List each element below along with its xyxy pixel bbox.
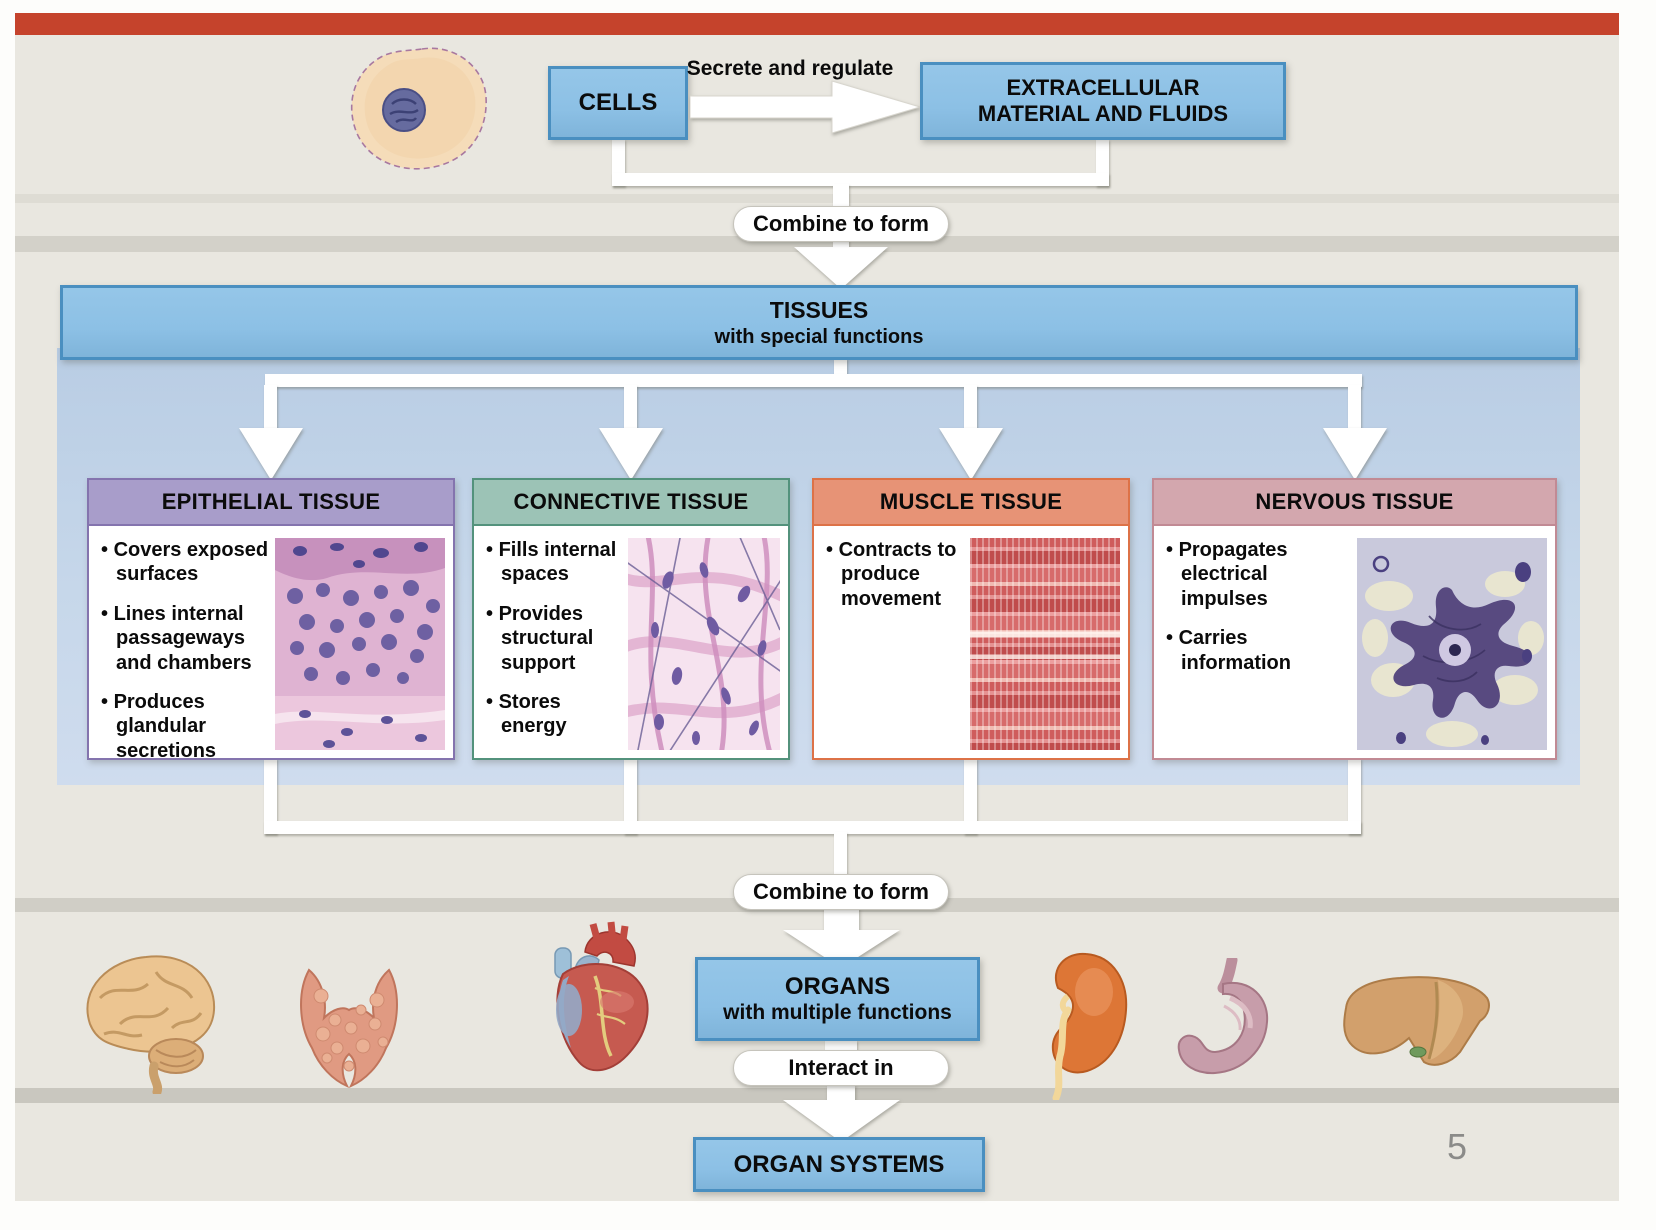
tissue-card-connective: CONNECTIVE TISSUE Fills internal spacesP… [472,478,793,761]
tissues-box: TISSUES with special functions [60,285,1578,360]
stomach-icon [1168,954,1280,1095]
tissue-card-epithelial: EPITHELIAL TISSUE Covers exposed surface… [87,478,455,762]
bullet-item: Produces glandular secretions [101,690,269,763]
nervous-title: NERVOUS TISSUE [1154,480,1555,526]
arrow-into-organ-systems [783,1084,900,1142]
interact-in-pill: Interact in [733,1050,949,1086]
combine-to-form-pill-top: Combine to form [733,206,949,242]
arrowhead-epithelial [239,428,303,480]
epithelial-title: EPITHELIAL TISSUE [89,480,453,526]
extracellular-box: EXTRACELLULAR MATERIAL AND FLUIDS [920,62,1286,140]
bullet-item: Contracts to produce movement [826,538,964,611]
connector-drop-muscle [964,385,977,430]
bullet-item: Propagates electrical impulses [1166,538,1351,611]
kidney-icon [1038,948,1130,1105]
extracellular-line1: EXTRACELLULAR [1006,74,1200,100]
brain-icon [68,942,226,1099]
connector-join-bar-top [612,173,1109,186]
bullet-item: Fills internal spaces [486,538,622,587]
tissue-card-nervous: NERVOUS TISSUE Propagates electrical imp… [1152,478,1557,760]
connector-connective-down [624,758,637,834]
connective-body: Fills internal spacesProvides structural… [474,526,793,761]
bullet-item: Provides structural support [486,602,622,675]
tissues-subtitle: with special functions [714,325,924,348]
arrowhead-connective [599,428,663,480]
extracellular-line2: MATERIAL AND FLUIDS [977,101,1229,126]
connector-drop-nervous [1348,385,1361,430]
page-number: 5 [1446,1126,1467,1167]
muscle-micrograph-icon [970,538,1120,750]
secrete-regulate-label: Secrete and regulate [686,57,894,80]
background-stripe [15,194,1619,203]
arrowhead-into-tissues [794,247,888,289]
connective-bullets: Fills internal spacesProvides structural… [486,538,622,750]
nervous-micrograph-icon [1357,538,1547,750]
arrowhead-nervous [1323,428,1387,480]
connector-drop-connective [624,385,637,430]
cell-illustration [338,42,506,174]
muscle-bullets: Contracts to produce movement [826,538,964,750]
connective-title: CONNECTIVE TISSUE [474,480,788,526]
bullet-item: Stores energy [486,690,622,739]
connector-tissues-stem [834,358,847,376]
connective-micrograph-icon [615,527,793,761]
combine-to-form-pill-bottom: Combine to form [733,874,949,910]
connector-stem-to-combine2 [834,832,847,878]
bullet-item: Lines internal passageways and chambers [101,602,269,675]
nervous-body: Propagates electrical impulsesCarries in… [1154,526,1555,758]
tissues-title: TISSUES [769,297,869,324]
muscle-body: Contracts to produce movement [814,526,1128,758]
arrow-into-organs [783,906,900,968]
epithelial-micrograph-icon [275,538,445,750]
epithelial-body: Covers exposed surfacesLines internal pa… [89,526,453,762]
bullet-item: Covers exposed surfaces [101,538,269,587]
muscle-title: MUSCLE TISSUE [814,480,1128,526]
connector-join-bar-bottom [264,821,1361,834]
connector-drop-epithelial [264,385,277,430]
tissue-card-muscle: MUSCLE TISSUE Contracts to produce movem… [812,478,1130,760]
background-stripe [15,236,1619,252]
background-stripe [15,1088,1619,1103]
secrete-regulate-arrow [690,80,920,134]
arrowhead-muscle [939,428,1003,480]
epithelial-bullets: Covers exposed surfacesLines internal pa… [101,538,269,762]
bullet-item: Carries information [1166,626,1351,675]
organs-subtitle: with multiple functions [723,1001,952,1024]
heart-icon [533,918,665,1085]
cells-box: CELLS [548,66,688,140]
connector-muscle-down [964,758,977,834]
organs-title: ORGANS [784,973,891,1000]
top-accent-bar [15,13,1619,35]
connector-epithelial-down [264,758,277,834]
organ-systems-box: ORGAN SYSTEMS [693,1137,985,1192]
connector-distribution-bar [265,374,1362,387]
liver-icon [1338,962,1496,1085]
organs-box: ORGANS with multiple functions [695,957,980,1041]
thyroid-icon [293,962,405,1095]
nervous-bullets: Propagates electrical impulsesCarries in… [1166,538,1351,750]
connector-nervous-down [1348,758,1361,834]
cells-label: CELLS [578,89,658,116]
